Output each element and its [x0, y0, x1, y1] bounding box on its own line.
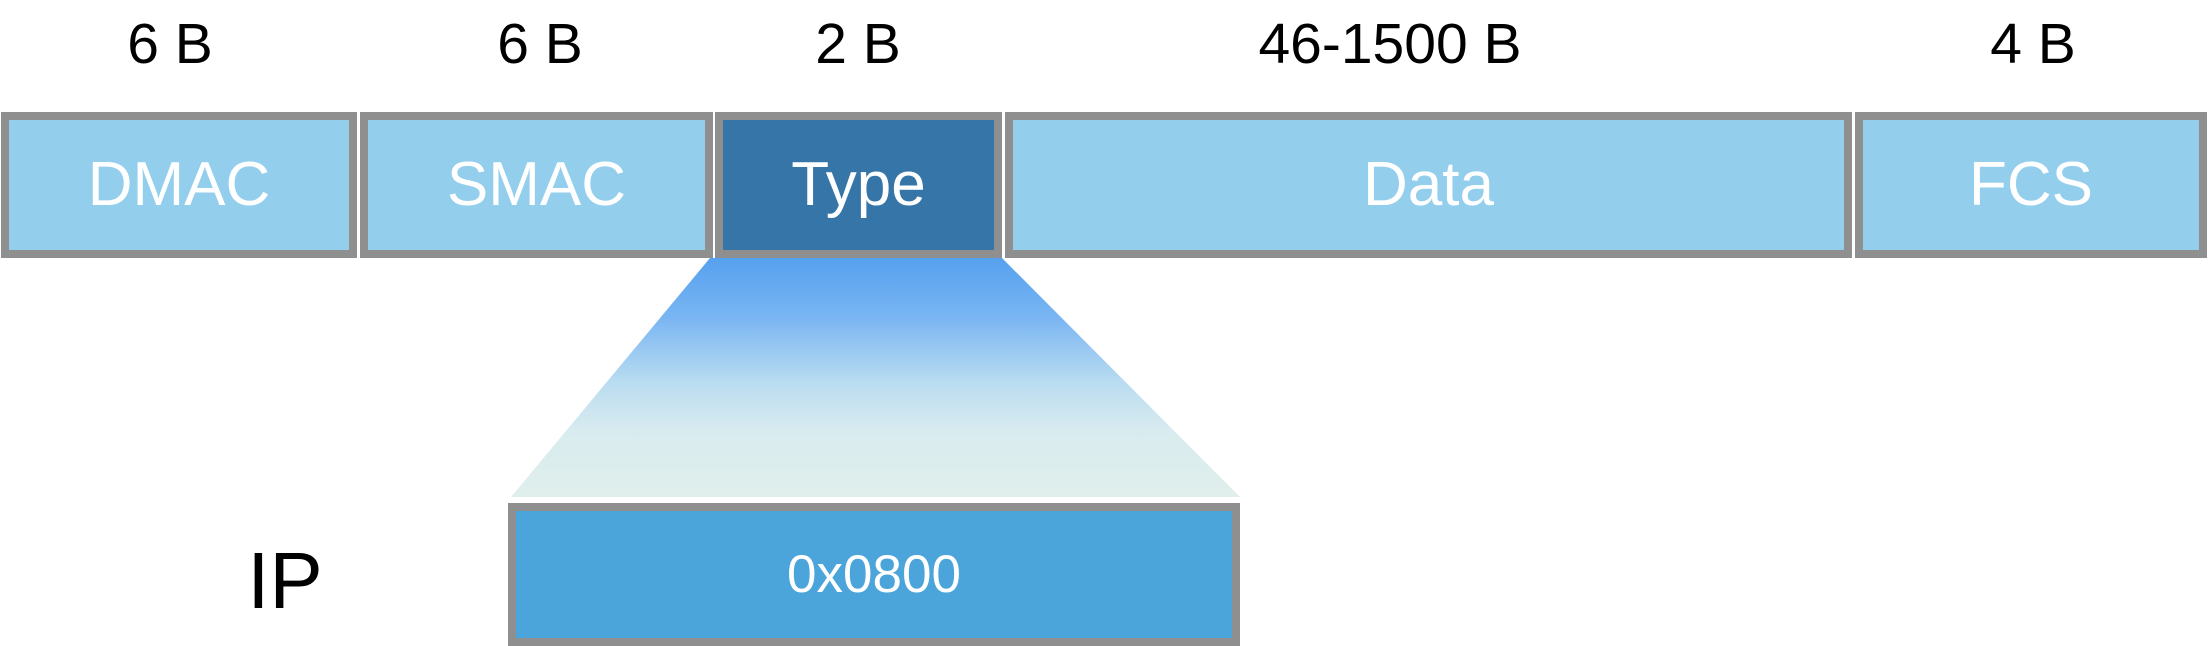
size-label-fcs: 4 B [1990, 12, 2076, 76]
protocol-label: IP [247, 536, 323, 625]
field-label-smac: SMAC [446, 150, 627, 219]
size-label-data: 46-1500 B [1258, 12, 1522, 76]
size-label-type: 2 B [815, 12, 901, 76]
field-box-dmac: DMAC [1, 112, 357, 258]
field-box-type: Type [715, 112, 1002, 258]
field-box-fcs: FCS [1855, 112, 2207, 258]
field-box-data: Data [1005, 112, 1852, 258]
type-value-box: 0x0800 [508, 503, 1240, 646]
size-label-dmac: 6 B [127, 12, 213, 76]
field-label-type: Type [791, 150, 926, 219]
field-label-fcs: FCS [1969, 150, 2093, 219]
field-label-dmac: DMAC [87, 150, 271, 219]
type-value-label: 0x0800 [787, 545, 961, 604]
field-box-smac: SMAC [360, 112, 713, 258]
type-zoom-funnel [511, 258, 1240, 497]
size-label-smac: 6 B [497, 12, 583, 76]
field-label-data: Data [1363, 150, 1494, 219]
